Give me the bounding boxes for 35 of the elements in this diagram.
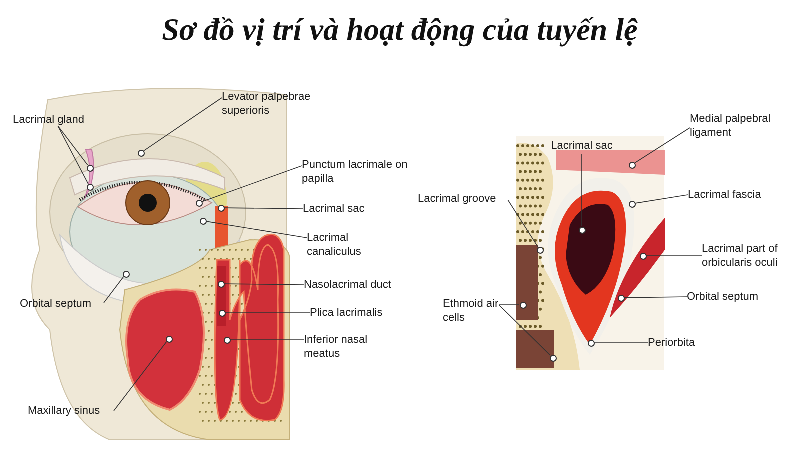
- part-label: Periorbita: [648, 336, 718, 350]
- part-label: Lacrimal sac: [303, 202, 383, 216]
- leader-line: [224, 208, 304, 210]
- leader-line: [202, 166, 302, 202]
- leader-line: [58, 126, 88, 166]
- part-label: Lacrimal gland: [13, 113, 95, 128]
- leader-line: [104, 276, 124, 304]
- part-label: Lacrimal part of orbicularis oculi: [702, 242, 798, 271]
- leader-line: [624, 296, 688, 298]
- leader-line: [498, 304, 551, 356]
- part-label: Plica lacrimalis: [310, 306, 410, 320]
- leader-line: [498, 304, 520, 306]
- part-label: Punctum lacrimale on papilla: [302, 158, 414, 187]
- leader-line: [114, 341, 168, 412]
- part-label: Orbital septum: [687, 290, 779, 304]
- part-label: Lacrimal groove: [418, 192, 508, 206]
- leader-line: [58, 126, 89, 184]
- part-label: Orbital septum: [20, 297, 104, 312]
- leader-line: [224, 284, 304, 286]
- leader-line: [635, 194, 688, 204]
- part-label: Lacrimal fascia: [688, 188, 780, 202]
- leader-line: [225, 312, 310, 314]
- leader-line: [206, 221, 308, 238]
- leader-line: [594, 342, 648, 344]
- part-label: Lacrimal sac: [550, 139, 614, 154]
- part-label: Maxillary sinus: [28, 404, 114, 418]
- leader-line: [144, 98, 222, 152]
- part-label: Ethmoid air cells: [443, 297, 499, 326]
- diagram-title: Sơ đồ vị trí và hoạt động của tuyến lệ: [162, 12, 638, 48]
- part-label: Inferior nasal meatus: [304, 333, 388, 362]
- part-label: Nasolacrimal duct: [304, 278, 416, 292]
- part-label: Levator palpebrae superioris: [222, 90, 332, 119]
- leader-line: [634, 128, 690, 164]
- part-label: Lacrimal canaliculus: [307, 231, 387, 260]
- part-label: Medial palpebral ligament: [690, 112, 782, 141]
